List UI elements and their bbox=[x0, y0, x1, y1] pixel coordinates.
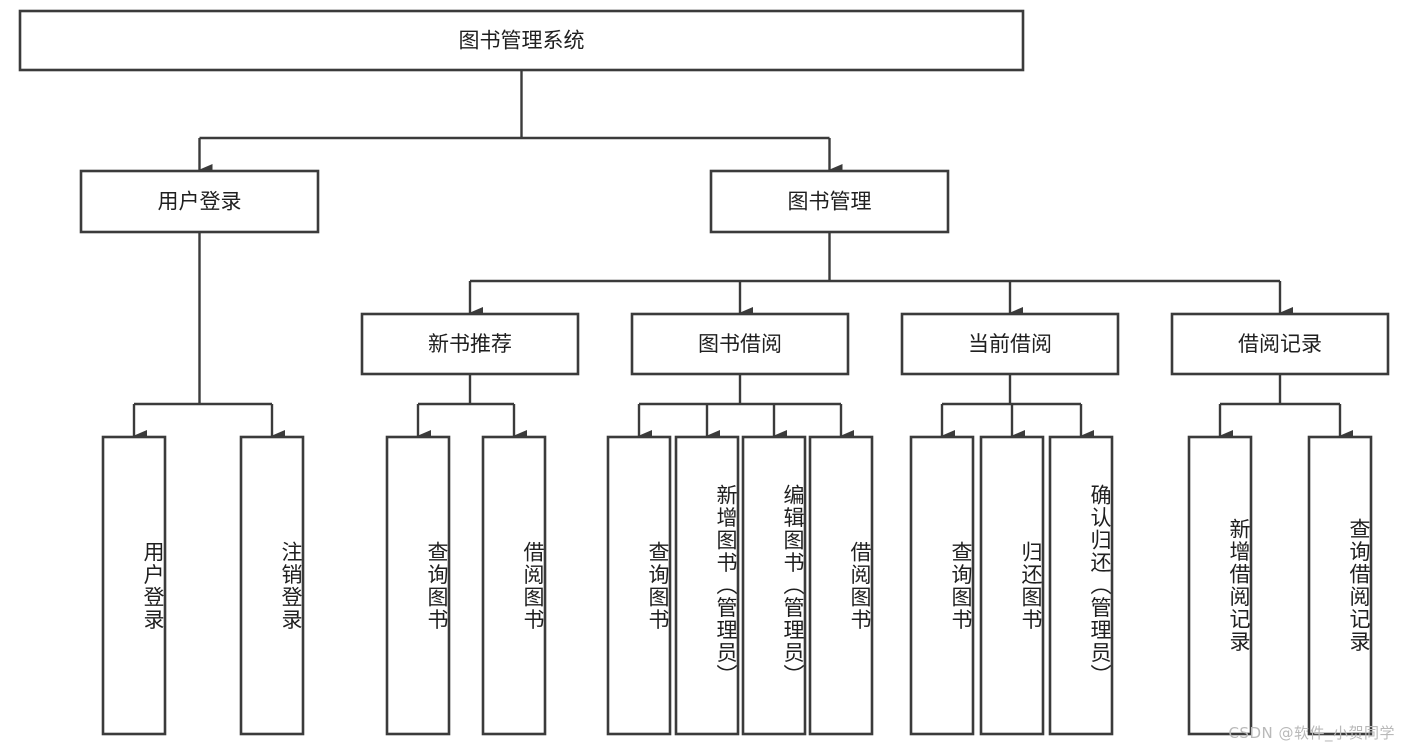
node-box-user-login[interactable] bbox=[79, 169, 320, 234]
node-box-leaf-borrow-book-2[interactable] bbox=[808, 435, 874, 736]
node-box-leaf-logout[interactable] bbox=[239, 435, 305, 736]
node-label-current-borrow: 当前借阅 bbox=[968, 332, 1052, 356]
node-box-book-borrow[interactable] bbox=[630, 312, 850, 376]
node-label-root: 图书管理系统 bbox=[459, 29, 585, 53]
node-box-root[interactable] bbox=[18, 9, 1025, 72]
node-label-borrow-record: 借阅记录 bbox=[1238, 332, 1322, 356]
node-box-leaf-add-record[interactable] bbox=[1187, 435, 1253, 736]
node-box-leaf-return-book[interactable] bbox=[979, 435, 1045, 736]
node-box-leaf-query-book-1[interactable] bbox=[385, 435, 451, 736]
node-box-leaf-query-book-2[interactable] bbox=[606, 435, 672, 736]
node-label-book-borrow: 图书借阅 bbox=[698, 332, 782, 356]
node-box-leaf-confirm-return[interactable] bbox=[1048, 435, 1114, 736]
node-label-user-login: 用户登录 bbox=[158, 190, 242, 214]
node-label-book-manage: 图书管理 bbox=[788, 190, 872, 214]
node-box-leaf-add-book[interactable] bbox=[674, 435, 740, 736]
watermark-text: CSDN @软件_小贺同学 bbox=[1228, 724, 1395, 742]
node-label-new-book-rec: 新书推荐 bbox=[428, 332, 512, 356]
node-box-book-manage[interactable] bbox=[709, 169, 950, 234]
node-box-leaf-query-book-3[interactable] bbox=[909, 435, 975, 736]
node-box-leaf-borrow-book-1[interactable] bbox=[481, 435, 547, 736]
node-box-current-borrow[interactable] bbox=[900, 312, 1120, 376]
node-box-leaf-user-login[interactable] bbox=[101, 435, 167, 736]
node-box-borrow-record[interactable] bbox=[1170, 312, 1390, 376]
edges-layer bbox=[132, 70, 1353, 442]
node-box-leaf-edit-book[interactable] bbox=[741, 435, 807, 736]
node-box-new-book-rec[interactable] bbox=[360, 312, 580, 376]
node-box-leaf-query-record[interactable] bbox=[1307, 435, 1373, 736]
